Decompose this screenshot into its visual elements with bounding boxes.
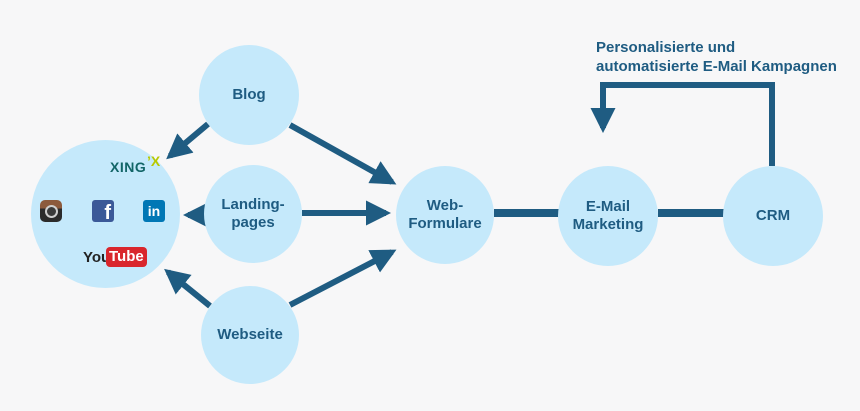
node-web-formulare: Web- Formulare <box>396 166 494 264</box>
arrow-blog-to-formulare <box>288 122 397 185</box>
xing-icon: XING <box>110 159 147 175</box>
caption-line-1: Personalisierte und <box>596 39 736 56</box>
node-blog-label: Blog <box>232 86 266 103</box>
instagram-icon <box>40 200 62 222</box>
xing-mark-icon: ’X <box>147 153 161 169</box>
arrow-webseite-to-social <box>164 268 212 309</box>
node-webseite: Webseite <box>201 286 299 384</box>
youtube-tube-icon: Tube <box>106 247 147 267</box>
node-webseite-label: Webseite <box>217 326 283 343</box>
node-landing-label-2: pages <box>231 214 275 231</box>
feedback-caption: Personalisierte und automatisierte E-Mai… <box>596 38 837 76</box>
facebook-icon: f <box>92 200 114 222</box>
caption-line-2: automatisierte E-Mail Kampagnen <box>596 58 837 75</box>
node-email-label-2: Marketing <box>572 216 644 233</box>
node-landingpages: Landing- pages <box>204 165 302 263</box>
node-landing-label-1: Landing- <box>221 196 285 213</box>
social-media-node: XING ’X f in You Tube <box>31 140 180 288</box>
linkedin-icon: in <box>143 200 165 222</box>
node-crm-label: CRM <box>755 207 791 224</box>
youtube-icon: You <box>83 249 111 266</box>
node-formulare-label-1: Web- <box>426 197 464 214</box>
node-blog: Blog <box>199 45 299 145</box>
node-email-marketing: E-Mail Marketing <box>558 166 658 266</box>
node-email-label-1: E-Mail <box>585 198 631 215</box>
node-crm: CRM <box>723 166 823 266</box>
node-formulare-label-2: Formulare <box>408 215 482 232</box>
arrow-webseite-to-formulare <box>288 249 397 308</box>
arrow-blog-to-social <box>166 121 210 160</box>
feedback-crm-to-email <box>590 82 775 166</box>
